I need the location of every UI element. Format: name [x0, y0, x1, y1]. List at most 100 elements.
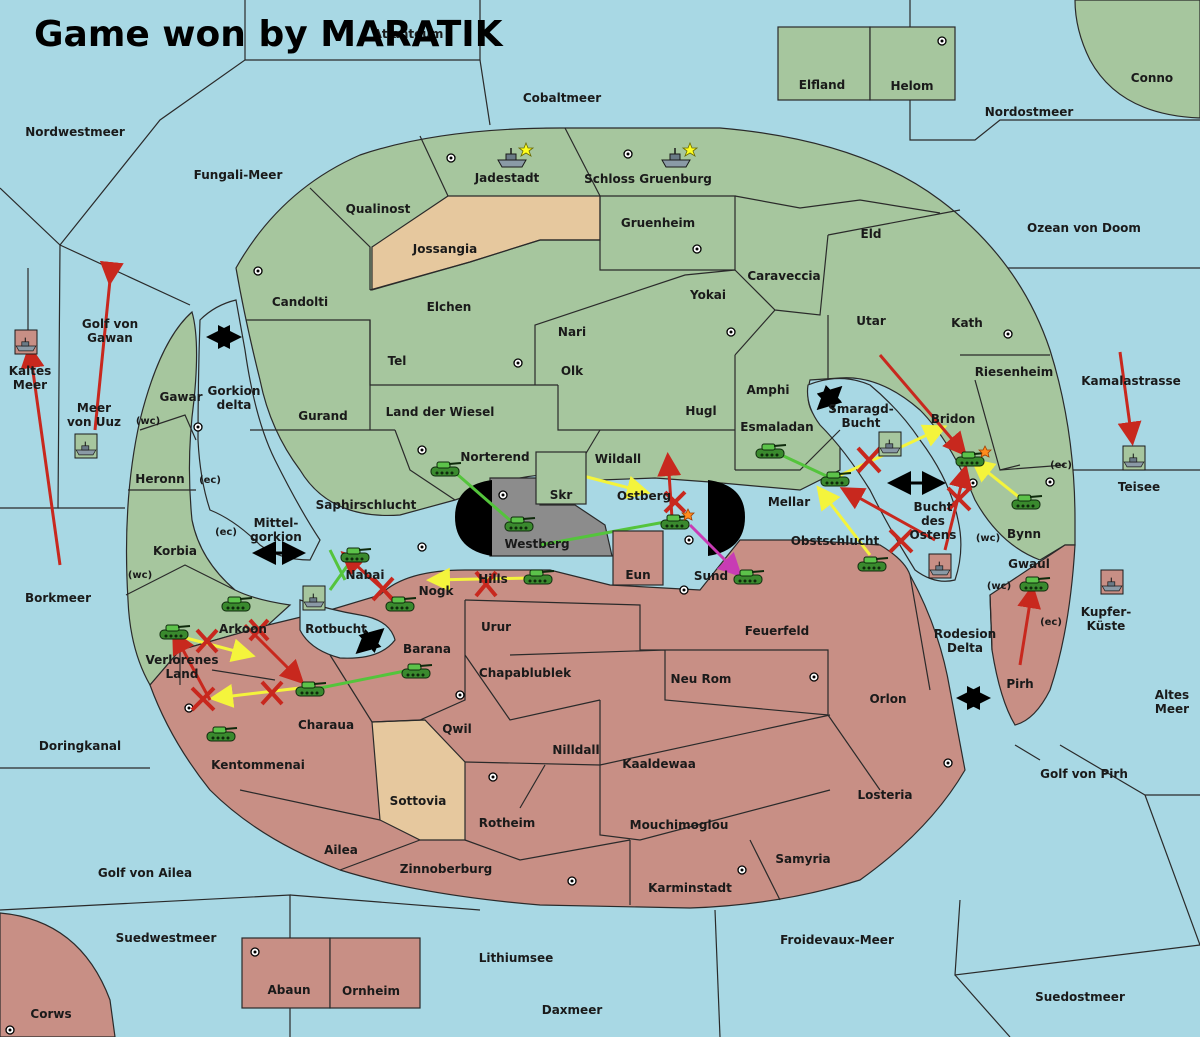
game-title: Game won by MARATIK [34, 14, 504, 55]
supply-center-icon [1045, 477, 1055, 487]
fleet-icon[interactable] [878, 431, 902, 457]
supply-center-icon [417, 542, 427, 552]
adjacency-arrows [206, 325, 991, 710]
label-froidevaux-meer: Froidevaux-Meer [780, 933, 894, 947]
conno-island[interactable] [1074, 0, 1200, 119]
fleet-icon[interactable] [302, 585, 326, 611]
label-gruenheim: Gruenheim [621, 216, 695, 230]
label-caraveccia: Caraveccia [747, 269, 820, 283]
label-nari: Nari [558, 325, 586, 339]
label-helom: Helom [890, 79, 933, 93]
label-nordostmeer: Nordostmeer [985, 105, 1074, 119]
label-bynn: Bynn [1007, 527, 1041, 541]
label-urur: Urur [481, 620, 511, 634]
label-tel: Tel [388, 354, 407, 368]
supply-center-icon [679, 585, 689, 595]
supply-center-icon [737, 865, 747, 875]
label-kath: Kath [951, 316, 983, 330]
label-daxmeer: Daxmeer [542, 1003, 603, 1017]
eun-box[interactable] [612, 530, 664, 586]
abaun-island[interactable] [241, 937, 421, 1009]
label-doringkanal: Doringkanal [39, 739, 121, 753]
army-icon[interactable] [340, 547, 372, 563]
supply-center-icon [943, 758, 953, 768]
label-corws: Corws [30, 1007, 71, 1021]
supply-center-icon [446, 153, 456, 163]
label-golf-von-ailea: Golf von Ailea [98, 866, 192, 880]
label-abaun: Abaun [267, 983, 310, 997]
label-gwaul: Gwaul [1008, 557, 1050, 571]
label-charaua: Charaua [298, 718, 354, 732]
label-mellar: Mellar [768, 495, 810, 509]
label-sottovia: Sottovia [390, 794, 447, 808]
elfland-island[interactable] [777, 26, 956, 101]
label-conno: Conno [1131, 71, 1173, 85]
label-skr: Skr [550, 488, 573, 502]
label-eld: Eld [861, 227, 882, 241]
fleet-icon[interactable] [1122, 445, 1146, 471]
supply-center-icon [968, 478, 978, 488]
label-nordwestmeer: Nordwestmeer [25, 125, 125, 139]
label-esmaladan: Esmaladan [740, 420, 813, 434]
label-kaaldewaa: Kaaldewaa [622, 757, 696, 771]
label-sund: Sund [694, 569, 728, 583]
label-atlanteum: Atlanteum [373, 27, 444, 41]
fleet-bucht-des-ostens[interactable] [928, 553, 952, 579]
label-bridon: Bridon [931, 412, 976, 426]
supply-center-icon [253, 266, 263, 276]
label-ostberg: Ostberg [617, 489, 671, 503]
label-fungali-meer: Fungali-Meer [194, 168, 283, 182]
east-red-strip [989, 544, 1076, 726]
label-kupfer-kueste: Kupfer-Küste [1081, 605, 1131, 633]
label-orlon: Orlon [869, 692, 906, 706]
coast-tag-ec: (ec) [199, 475, 221, 486]
label-mittelgorkion: Mittel-gorkion [250, 516, 302, 544]
coast-tag-ec: (ec) [215, 527, 237, 538]
supply-center-icon [498, 490, 508, 500]
fleet-icon[interactable] [74, 433, 98, 459]
label-barana: Barana [403, 642, 451, 656]
label-kamalastrasse: Kamalastrasse [1081, 374, 1181, 388]
supply-center-icon [193, 422, 203, 432]
label-ailea: Ailea [324, 843, 358, 857]
label-ozean-von-doom: Ozean von Doom [1027, 221, 1141, 235]
label-nogk: Nogk [419, 584, 455, 598]
sea-labels: Nordwestmeer Fungali-Meer Cobaltmeer Nor… [9, 27, 1189, 1017]
label-elchen: Elchen [427, 300, 472, 314]
label-hills: Hills [478, 572, 508, 586]
label-riesenheim: Riesenheim [975, 365, 1054, 379]
label-neu-rom: Neu Rom [671, 672, 732, 686]
label-smaragd-bucht: Smaragd-Bucht [828, 402, 893, 430]
skr-box[interactable] [535, 451, 587, 505]
supply-center-icon [488, 772, 498, 782]
fleet-kupfer-kueste[interactable] [1100, 569, 1124, 595]
label-mouchimoglou: Mouchimoglou [630, 818, 729, 832]
coast-tag-wc: (wc) [136, 416, 160, 427]
label-westberg: Westberg [504, 537, 569, 551]
coast-tag-ec: (ec) [1050, 460, 1072, 471]
corws-island[interactable] [0, 912, 116, 1037]
label-golf-von-pirh: Golf von Pirh [1040, 767, 1128, 781]
fleet-kaltes-meer[interactable] [14, 329, 38, 355]
label-gurand: Gurand [298, 409, 348, 423]
label-candolti: Candolti [272, 295, 328, 309]
label-rotheim: Rotheim [479, 816, 536, 830]
supply-center-icon [250, 947, 260, 957]
label-land-der-wiesel: Land der Wiesel [386, 405, 495, 419]
supply-center-icon [455, 690, 465, 700]
coast-tags: (wc) (ec) (ec) (wc) (ec) (wc) (wc) (ec) [128, 416, 1072, 628]
label-suedostmeer: Suedostmeer [1035, 990, 1125, 1004]
supply-center-icon [1003, 329, 1013, 339]
supply-center-icon [937, 36, 947, 46]
star-icon [517, 141, 535, 157]
label-arkoon: Arkoon [219, 622, 267, 636]
